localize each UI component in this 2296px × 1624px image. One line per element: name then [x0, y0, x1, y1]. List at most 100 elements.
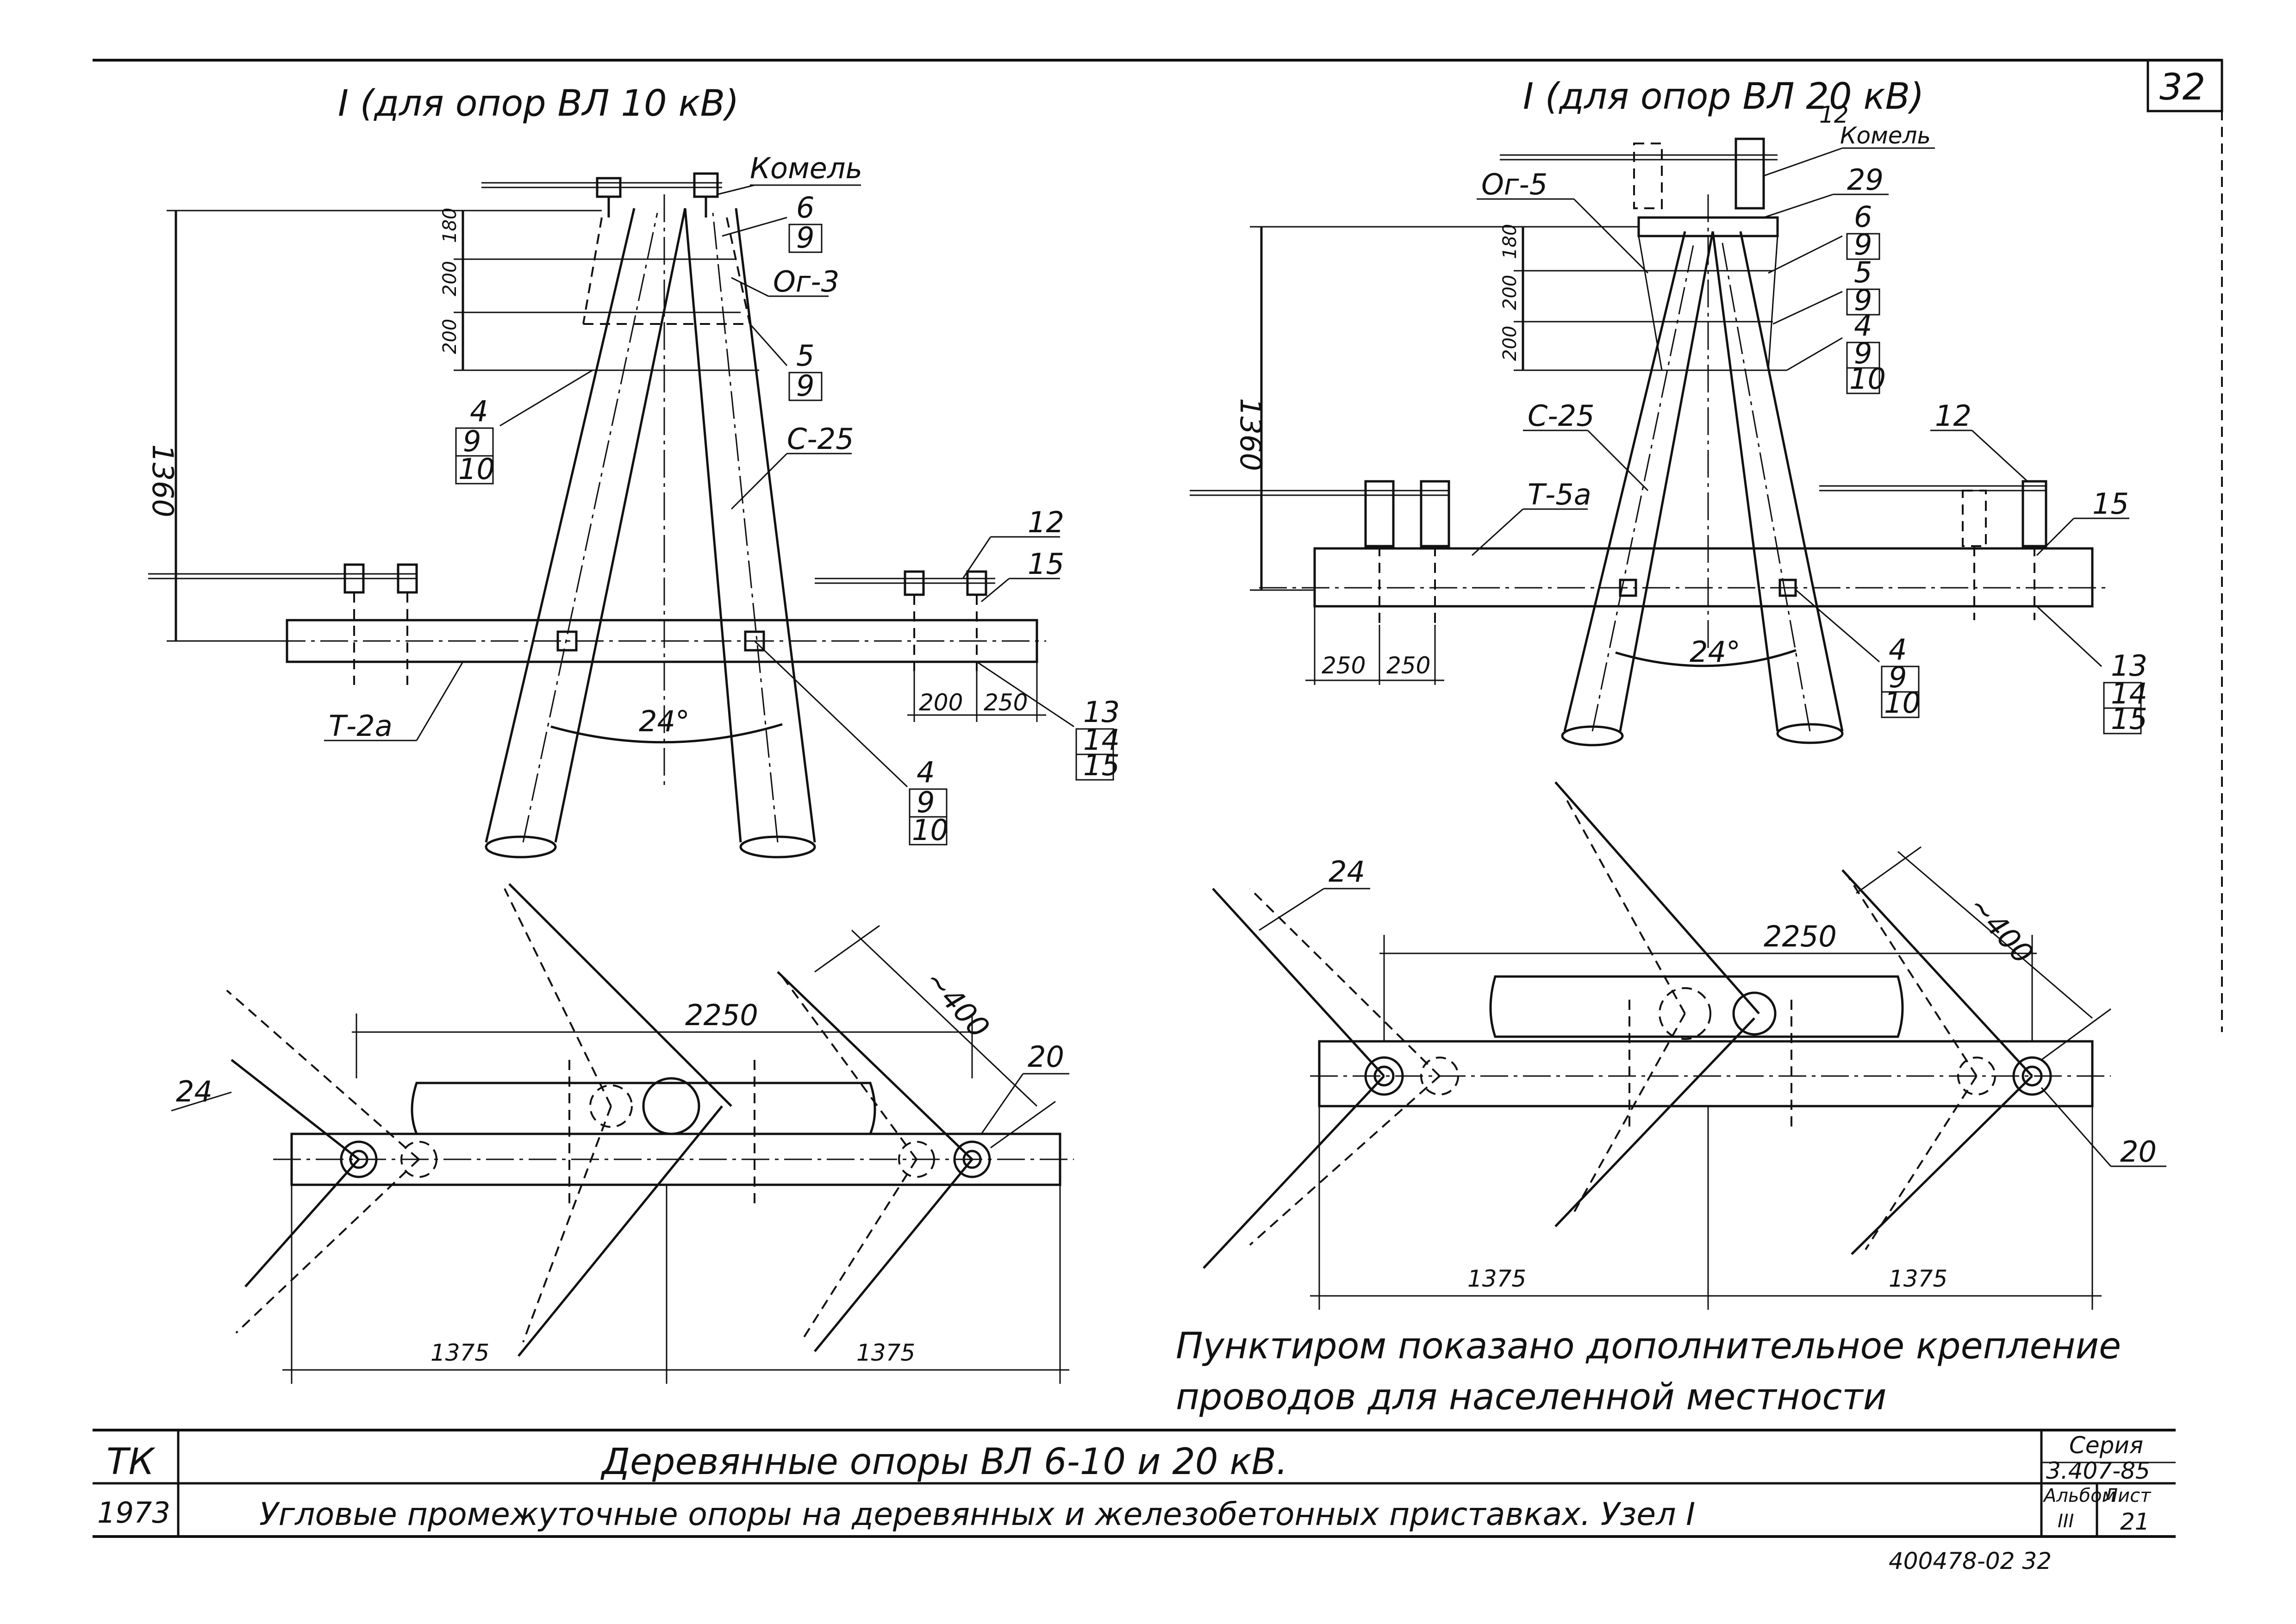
left-c13-15: 15 — [1083, 748, 1120, 782]
left-dim-200a: 200 — [439, 261, 461, 296]
left-c5-9: 9 — [796, 369, 814, 403]
right-crossarm — [1259, 547, 2111, 608]
left-c5: 5 — [796, 339, 814, 373]
right-height-value: 1360 — [1234, 398, 1267, 471]
left-komel-label: Комель — [750, 151, 862, 185]
archive-number: 400478-02 32 — [1889, 1548, 2052, 1574]
tb-year: 1973 — [97, 1496, 170, 1530]
left-og3-label: Ог-3 — [773, 265, 839, 299]
left-c6-9: 9 — [796, 221, 814, 255]
left-view-title: I (для опор ВЛ 10 кВ) — [338, 83, 739, 124]
tb-series-value: 3.407-85 — [2046, 1457, 2150, 1484]
right-height-dimension: 1360 180 200 200 — [1234, 224, 1657, 591]
left-c4b-10: 10 — [912, 813, 948, 847]
right-dim-250b: 250 — [1386, 652, 1430, 679]
right-c4b-10: 10 — [1884, 686, 1921, 720]
left-dim-200b: 200 — [439, 319, 461, 354]
left-plan-view: 2250 ~400 1375 1375 24 20 — [171, 883, 1074, 1384]
left-c13: 13 — [1083, 695, 1120, 729]
left-crossarm — [278, 619, 1046, 663]
tb-sheet-value: 21 — [2120, 1508, 2150, 1535]
right-og5-label: Ог-5 — [1481, 168, 1547, 201]
right-plan-dim-1375a: 1375 — [1467, 1265, 1526, 1292]
right-view-title: I (для опор ВЛ 20 кВ) — [1523, 76, 1924, 118]
left-plan-c24: 24 — [176, 1075, 212, 1108]
right-plan-view: 2250 ~400 1375 1375 24 20 — [1203, 781, 2166, 1310]
left-angle-label: 24° — [639, 704, 690, 738]
left-plan-dim-1375b: 1375 — [856, 1339, 915, 1366]
left-c13-14: 14 — [1083, 723, 1120, 757]
right-c4b-9: 9 — [1889, 660, 1907, 694]
left-plan-dim-1375a: 1375 — [430, 1339, 489, 1366]
left-c6: 6 — [796, 191, 814, 224]
tb-series-label: Серия — [2069, 1432, 2143, 1459]
left-t2a-label: Т-2а — [329, 709, 393, 743]
right-pole-legs — [1561, 194, 1844, 747]
right-plan-dim-400: ~400 — [1962, 889, 2040, 970]
right-angle-label: 24° — [1690, 635, 1741, 669]
page-number: 32 — [2159, 67, 2205, 108]
left-dim-180: 180 — [439, 208, 461, 243]
right-c5-9: 9 — [1854, 283, 1872, 317]
left-c4b: 4 — [917, 755, 935, 789]
right-c4a: 4 — [1854, 309, 1872, 342]
left-angle-arc — [550, 723, 783, 744]
tb-org: ТК — [106, 1441, 156, 1483]
right-c6-9: 9 — [1854, 228, 1872, 261]
tb-sheet-label: Лист — [2103, 1485, 2152, 1506]
left-c4a-10: 10 — [458, 452, 495, 486]
left-og3-bracket — [582, 217, 759, 371]
left-c4a: 4 — [470, 394, 488, 428]
tb-subtitle: Угловые промежуточные опоры на деревянны… — [259, 1496, 1695, 1533]
right-c5: 5 — [1854, 255, 1872, 289]
left-top-insulators — [481, 172, 722, 218]
right-plan-c20: 20 — [2120, 1135, 2157, 1169]
right-t5a-label: Т-5а — [1528, 478, 1591, 511]
right-angle-arc — [1615, 649, 1797, 667]
sheet-frame: 32 — [93, 59, 2223, 1032]
left-c15: 15 — [1028, 547, 1064, 581]
right-c4a-10: 10 — [1849, 362, 1886, 396]
right-side-insulators — [1190, 480, 2047, 625]
right-c13-14: 14 — [2111, 677, 2147, 710]
right-c13-15: 15 — [2111, 702, 2147, 736]
left-c4a-9: 9 — [463, 424, 481, 458]
tb-album-label: Альбом — [2042, 1485, 2116, 1506]
right-c6: 6 — [1854, 200, 1872, 234]
left-side-insulators — [148, 563, 995, 685]
left-dim-250h: 250 — [984, 689, 1028, 716]
right-dim-180: 180 — [1499, 224, 1521, 259]
right-komel-label: Комель — [1840, 122, 1931, 149]
right-c29: 29 — [1847, 163, 1884, 197]
right-c12-top: 12 — [1819, 101, 1849, 128]
title-block: ТК 1973 Деревянные опоры ВЛ 6-10 и 20 кВ… — [93, 1429, 2176, 1574]
left-callouts: Комель 6 9 Ог-3 5 9 4 9 10 С-25 12 — [324, 151, 1120, 847]
right-dim-200a: 200 — [1499, 275, 1521, 310]
tb-album-value: III — [2058, 1511, 2074, 1532]
left-plan-dim-2250: 2250 — [685, 998, 758, 1032]
right-plan-dim-2250: 2250 — [1764, 920, 1837, 953]
tb-title: Деревянные опоры ВЛ 6-10 и 20 кВ. — [600, 1441, 1288, 1483]
right-c13: 13 — [2111, 649, 2147, 683]
left-c12: 12 — [1028, 505, 1064, 539]
right-top-insulators — [1500, 137, 1778, 210]
right-dim-250a: 250 — [1322, 652, 1366, 679]
right-plan-c24: 24 — [1329, 855, 1365, 889]
right-plan-dim-1375b: 1375 — [1889, 1265, 1947, 1292]
left-elevation-view: I (для опор ВЛ 10 кВ) — [146, 83, 1120, 859]
right-callouts: 12 Комель 29 Ог-5 6 9 5 9 4 9 10 — [1305, 101, 2147, 736]
right-elevation-view: I (для опор ВЛ 20 кВ) — [1190, 76, 2147, 747]
right-c12-right: 12 — [1935, 399, 1972, 433]
left-pole-legs — [485, 194, 816, 859]
left-dim-200h: 200 — [919, 689, 963, 716]
left-plan-c20: 20 — [1028, 1040, 1064, 1074]
note-line-1: Пунктиром показано дополнительное крепле… — [1176, 1325, 2121, 1367]
left-height-dimension: 1360 180 200 200 — [146, 208, 602, 642]
right-c15: 15 — [2092, 487, 2129, 521]
note-line-2: проводов для населенной местности — [1176, 1376, 1886, 1418]
right-c25-label: С-25 — [1528, 399, 1595, 433]
left-c25-label: С-25 — [787, 422, 854, 456]
dashed-line-note: Пунктиром показано дополнительное крепле… — [1176, 1325, 2121, 1418]
left-c4b-9: 9 — [917, 785, 935, 819]
